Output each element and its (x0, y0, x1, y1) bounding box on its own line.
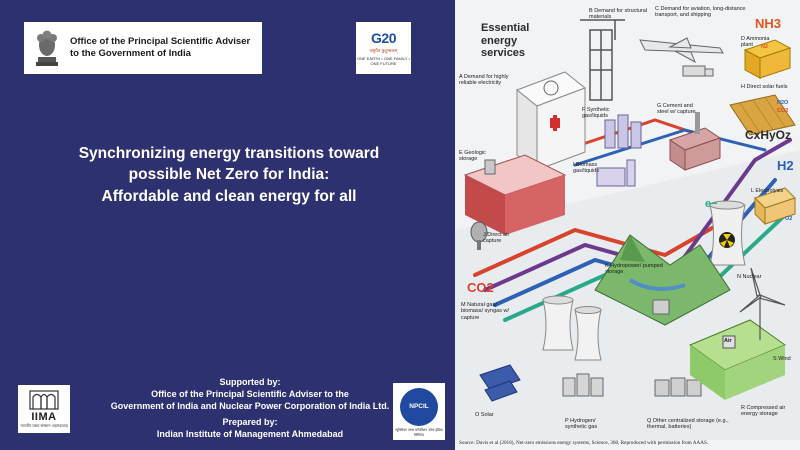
solar-fuels-panel-icon (729, 94, 796, 136)
supporter-line-2: Government of India and Nuclear Power Co… (110, 400, 390, 411)
opsa-line-1: Office of the Principal Scientific Advis… (70, 35, 251, 47)
label-n: N Nuclear (737, 274, 762, 280)
title-line-2: possible Net Zero for India: (128, 166, 330, 184)
label-q: Q Other centralized storage (e.g., therm… (647, 418, 729, 431)
iima-wordmark: IIMA (31, 411, 57, 423)
label-m: M Natural gas/ biomass/ syngas w/ captur… (461, 302, 509, 321)
npcil-wordmark: NPCIL (409, 403, 429, 410)
chem-co2-label: CO2 (467, 280, 494, 295)
label-o: O Solar (475, 412, 494, 418)
natural-gas-plant-icon (542, 295, 602, 361)
hydropower-mountain-icon (594, 234, 731, 326)
truck-icon (682, 65, 714, 77)
solar-panels-icon (479, 364, 521, 402)
nuclear-cooling-tower-icon (709, 200, 746, 266)
label-b: B Demand for structural materials (589, 8, 648, 21)
label-a: A Demand for highly reliable electricity (459, 74, 509, 87)
iima-hindi-name: भारतीय प्रबंध संस्थान अहमदाबाद (20, 423, 68, 428)
energy-system-illustration (455, 19, 800, 440)
synthetic-gas-plant-icon (604, 114, 642, 149)
title-line-3: Affordable and clean energy for all (101, 187, 357, 205)
hydrogen-tanks-icon (562, 373, 604, 397)
wind-turbine-icon (739, 267, 786, 340)
g20-logo-card: G20 वसुधैव कुटुम्बकम् ONE EARTH • ONE FA… (356, 22, 411, 74)
small-h2o-label: H2O (777, 100, 789, 106)
label-s: S Wind (773, 356, 791, 362)
h2-pipeline-upper (573, 128, 767, 167)
label-d: D Ammonia plant (741, 36, 770, 49)
npcil-caption: न्यूक्लियर पावर कॉर्पोरेशन ऑफ इंडिया लिम… (395, 427, 443, 437)
opsa-logo-card: Office of the Principal Scientific Advis… (24, 22, 262, 74)
iima-logo: IIMA भारतीय प्रबंध संस्थान अहमदाबाद (18, 385, 70, 433)
npcil-logo: NPCIL न्यूक्लियर पावर कॉर्पोरेशन ऑफ इंडि… (393, 383, 445, 440)
energy-services-infographic: Essential energy services A Demand for h… (455, 0, 800, 450)
credits-block: Supported by: Office of the Principal Sc… (100, 377, 400, 440)
source-citation: Source: Davis et al (2018), Net-zero emi… (459, 440, 709, 446)
label-j: J Direct air capture (483, 232, 510, 245)
airplane-icon (639, 37, 724, 64)
g20-tagline: ONE EARTH • ONE FAMILY • ONE FUTURE (356, 56, 411, 66)
left-title-panel: Office of the Principal Scientific Advis… (18, 22, 445, 440)
biomass-plant-icon (596, 159, 636, 187)
prepared-by-label: Prepared by: (222, 416, 278, 427)
chem-cxhyoz-label: CxHyOz (745, 128, 792, 142)
small-n2-label: N2 (761, 44, 769, 50)
small-o2-label: O2 (785, 216, 793, 222)
hospital-building-icon (516, 71, 586, 171)
infographic-heading: Essential energy services (481, 22, 530, 60)
compressed-air-storage-icon (688, 319, 787, 400)
direct-air-capture-icon (470, 221, 488, 250)
small-co2-label: CO2 (777, 108, 789, 114)
cement-steel-plant-icon (668, 112, 722, 171)
supported-by-label: Supported by: (219, 377, 281, 387)
electrolysis-unit-icon (754, 187, 796, 226)
structural-frame-icon (580, 19, 625, 101)
g20-hindi-motto: वसुधैव कुटुम्बकम् (369, 48, 398, 53)
label-k: K Hydropower/ pumped storage (605, 263, 663, 276)
supporter-line-1: Office of the Principal Scientific Advis… (151, 388, 349, 399)
geologic-storage-icon (463, 154, 567, 235)
centralized-storage-icon (654, 377, 702, 397)
air-tag-label: Air (724, 338, 732, 344)
label-r: R Compressed air energy storage (741, 405, 786, 418)
opsa-office-name: Office of the Principal Scientific Advis… (70, 36, 250, 61)
title-line-1: Synchronizing energy transitions toward (78, 145, 380, 162)
label-p: P Hydrogen/ synthetic gas (565, 418, 598, 431)
chem-electron-label: e− (705, 198, 718, 210)
label-l: L Electrolysis (751, 188, 784, 194)
label-c: C Demand for aviation, long-distance tra… (655, 6, 746, 19)
label-e: E Geologic storage (459, 150, 486, 163)
label-i: I Biomass gas/liquids (573, 162, 599, 175)
india-emblem-icon (36, 30, 58, 66)
label-f: F Synthetic gas/liquids (582, 107, 610, 120)
chem-nh3-label: NH3 (755, 16, 782, 31)
npcil-emblem-icon: NPCIL (400, 387, 438, 426)
iima-emblem-icon (29, 390, 59, 410)
opsa-line-2: to the Government of India (70, 48, 191, 59)
ammonia-plant-icon (743, 39, 792, 79)
g20-logo: G20 (371, 30, 396, 46)
preparer-name: Indian Institute of Management Ahmedabad (156, 428, 344, 439)
label-g: G Cement and steel w/ capture (657, 103, 696, 116)
label-h: H Direct solar fuels (741, 84, 788, 90)
chem-h2-label: H2 (777, 158, 794, 173)
page-title: Synchronizing energy transitions toward … (20, 143, 438, 207)
